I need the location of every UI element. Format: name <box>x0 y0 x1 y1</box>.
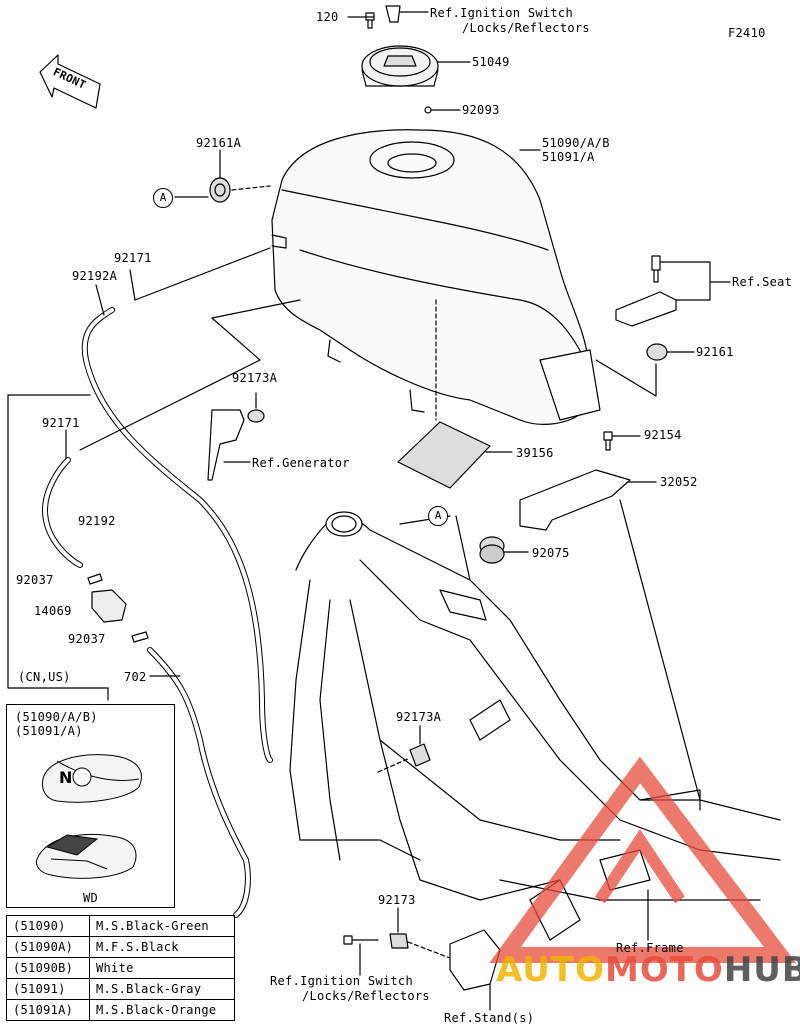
watermark-part-1: AUTO <box>496 950 605 990</box>
label-51049: 51049 <box>472 55 510 69</box>
bracket-32052 <box>519 469 631 531</box>
label-ref-frame: Ref.Frame <box>616 941 684 955</box>
table-cell-desc: M.F.S.Black <box>89 936 235 958</box>
table-row: (51091) M.S.Black-Gray <box>6 978 235 1000</box>
svg-text:N: N <box>59 768 72 787</box>
screw-92093 <box>424 106 432 114</box>
table-row: (51091A) M.S.Black-Orange <box>6 999 235 1021</box>
seat-bracket <box>615 291 677 327</box>
label-92161: 92161 <box>696 345 734 359</box>
figure-code: F2410 <box>728 26 766 40</box>
label-51091: 51091/A <box>542 150 595 164</box>
watermark-part-2: MOTO <box>604 950 724 990</box>
watermark-logo: AUTOMOTOHUB <box>496 950 800 990</box>
label-ignition-ref-bottom-2: /Locks/Reflectors <box>302 989 430 1003</box>
label-92192A: 92192A <box>72 269 118 283</box>
label-92161A: 92161A <box>196 136 242 150</box>
label-cn-us: (CN,US) <box>18 670 71 684</box>
pad-39156 <box>397 421 491 489</box>
label-ref-stand: Ref.Stand(s) <box>444 1011 535 1025</box>
label-92171-top: 92171 <box>114 251 152 265</box>
inset-line-2: (51091/A) <box>15 724 83 738</box>
table-row: (51090B) White <box>6 957 235 979</box>
table-cell-code: (51090) <box>6 915 90 937</box>
label-92075: 92075 <box>532 546 570 560</box>
inset-tank-illustration: N <box>36 754 142 879</box>
label-32052: 32052 <box>660 475 698 489</box>
label-14069: 14069 <box>34 604 72 618</box>
bolt-bottom <box>343 935 379 945</box>
watermark-triangle <box>489 756 797 963</box>
label-ignition-ref-top: Ref.Ignition Switch <box>430 6 573 20</box>
label-51090: 51090/A/B <box>542 136 610 150</box>
inset-wd-label: WD <box>83 891 99 905</box>
label-39156: 39156 <box>516 446 554 460</box>
grommet-92161A <box>209 177 231 203</box>
label-92173A-top: 92173A <box>232 371 278 385</box>
table-cell-code: (51091A) <box>6 999 90 1021</box>
fuel-cap <box>361 45 439 87</box>
callout-a-frame: A <box>428 506 448 526</box>
table-cell-desc: M.S.Black-Green <box>89 915 235 937</box>
label-ref-generator: Ref.Generator <box>252 456 350 470</box>
label-120: 120 <box>316 10 339 24</box>
label-ref-seat: Ref.Seat <box>732 275 793 289</box>
clamp-92037-a <box>87 573 103 585</box>
seat-bolt <box>651 255 661 283</box>
color-variant-inset: (51090/A/B) (51091/A) N WD <box>6 704 175 908</box>
table-row: (51090) M.S.Black-Green <box>6 915 235 937</box>
table-cell-code: (51090B) <box>6 957 90 979</box>
table-cell-code: (51091) <box>6 978 90 1000</box>
clip-92173 <box>389 933 409 949</box>
watermark-part-3: HUB <box>723 950 800 990</box>
label-92173: 92173 <box>378 893 416 907</box>
label-92093: 92093 <box>462 103 500 117</box>
table-cell-code: (51090A) <box>6 936 90 958</box>
label-702: 702 <box>124 670 147 684</box>
table-row: (51090A) M.F.S.Black <box>6 936 235 958</box>
table-cell-desc: M.S.Black-Orange <box>89 999 235 1021</box>
table-cell-desc: M.S.Black-Gray <box>89 978 235 1000</box>
callout-a-top: A <box>153 188 173 208</box>
color-table: (51090) M.S.Black-Green (51090A) M.F.S.B… <box>6 915 235 1021</box>
label-92173A-mid: 92173A <box>396 710 442 724</box>
label-92037-a: 92037 <box>16 573 54 587</box>
collar-92173A <box>409 743 431 767</box>
bolt-120 <box>365 12 375 29</box>
label-92171-left: 92171 <box>42 416 80 430</box>
inset-line-1: (51090/A/B) <box>15 710 98 724</box>
filter-14069 <box>91 589 127 623</box>
label-92192: 92192 <box>78 514 116 528</box>
label-92154: 92154 <box>644 428 682 442</box>
main-frame <box>289 511 781 941</box>
label-ignition-ref-top-2: /Locks/Reflectors <box>462 21 590 35</box>
lock-cylinder <box>385 5 401 23</box>
bracket-92173A <box>207 409 245 481</box>
table-cell-desc: White <box>89 957 235 979</box>
damper-92075 <box>479 536 505 564</box>
grommet-92161 <box>646 343 668 361</box>
clamp-92037-b <box>131 631 149 643</box>
label-ignition-ref-bottom: Ref.Ignition Switch <box>270 974 413 988</box>
bolt-92154 <box>603 431 613 451</box>
fuel-tank <box>271 129 601 425</box>
label-92037-b: 92037 <box>68 632 106 646</box>
front-arrow-icon <box>39 54 101 109</box>
